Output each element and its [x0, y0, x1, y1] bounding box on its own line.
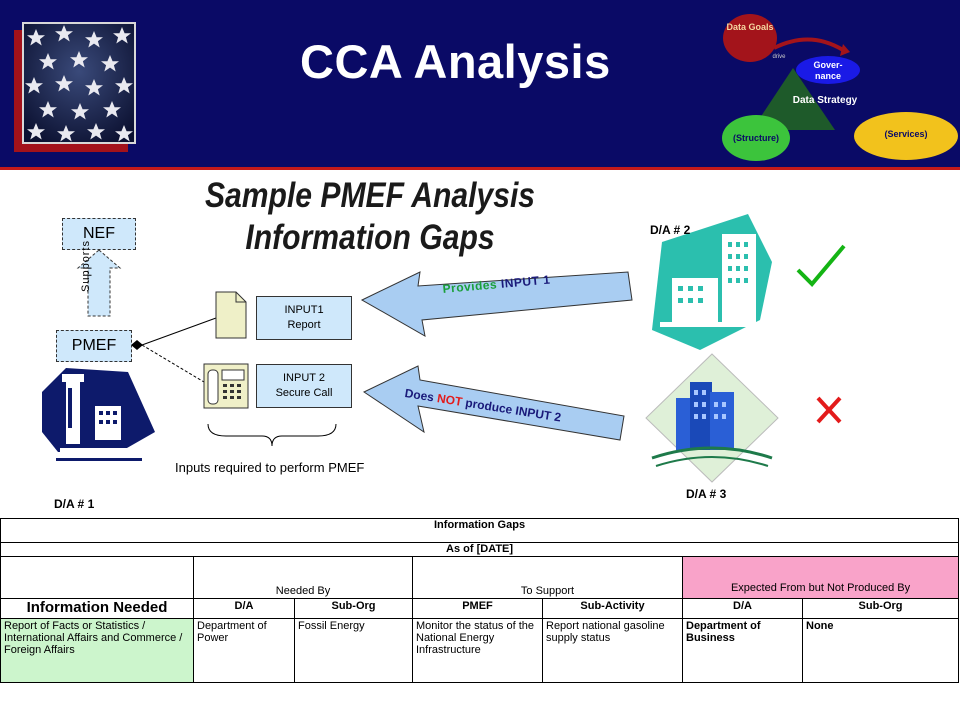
provides-input1-arrow: [360, 271, 633, 337]
supports-arrow: [76, 249, 122, 317]
pmef-box: PMEF: [56, 330, 132, 362]
sub-header-subactivity: Sub-Activity: [542, 598, 683, 619]
data-strategy-diagram: [722, 14, 958, 161]
info-needed-header: Information Needed: [0, 598, 194, 619]
expected-suborg-cell: None: [801, 618, 960, 683]
needed-suborg-cell: Fossil Energy: [294, 618, 413, 683]
subtitle-line-2: Information Gaps: [245, 218, 495, 257]
input2-box: INPUT 2 Secure Call: [256, 364, 352, 408]
to-support-header: To Support: [412, 556, 683, 599]
input2-subtitle: Secure Call: [275, 387, 333, 399]
data-strategy-label: Data Strategy: [792, 95, 858, 106]
subtitle: Sample PMEF Analysis Information Gaps: [181, 175, 559, 259]
inputs-brace: [207, 423, 337, 447]
needed-da-cell: Department of Power: [193, 618, 295, 683]
information-gaps-table: Information Gaps As of [DATE] Needed By …: [0, 518, 960, 686]
data-goals-label: Data Goals: [726, 22, 774, 32]
expected-da-cell: Department of Business: [682, 618, 803, 683]
secure-phone-icon: [203, 363, 249, 409]
expected-header: Expected From but Not Produced By: [681, 556, 960, 599]
nef-box: NEF: [62, 218, 136, 250]
da2-label: D/A # 2: [650, 223, 691, 237]
input1-title: INPUT1: [284, 304, 324, 316]
da3-building-icon: [645, 353, 779, 483]
sub-header-expected-da: D/A: [682, 598, 803, 619]
da2-building-icon: [652, 214, 772, 350]
supports-label: Supports: [80, 239, 92, 292]
table-title: Information Gaps: [0, 518, 960, 543]
nef-label: NEF: [83, 225, 115, 242]
pmef-label: PMEF: [71, 337, 117, 354]
da1-building-icon: [42, 368, 155, 461]
header-divider: [0, 167, 960, 170]
sub-header-pmef: PMEF: [412, 598, 543, 619]
needed-by-header: Needed By: [193, 556, 413, 599]
report-document-icon: [215, 291, 247, 339]
sub-header-expected-suborg: Sub-Org: [801, 598, 960, 619]
structure-label: (Structure): [732, 133, 779, 143]
subtitle-line-1: Sample PMEF Analysis: [204, 176, 536, 215]
structure-oval: [722, 115, 790, 161]
table-as-of: As of [DATE]: [0, 542, 960, 557]
info-needed-cell: Report of Facts or Statistics / Internat…: [0, 618, 194, 683]
governance-label: Gover- nance: [813, 60, 843, 81]
sub-header-needed-suborg: Sub-Org: [294, 598, 413, 619]
services-label: (Services): [884, 129, 928, 139]
check-icon: [796, 244, 846, 287]
input1-subtitle: Report: [287, 319, 321, 331]
pmef-cell: Monitor the status of the National Energ…: [412, 618, 543, 683]
services-oval: [854, 112, 958, 160]
header-banner: CCA Analysis Data Goals drive Gover- nan…: [0, 0, 960, 167]
pmef-diagram: [42, 214, 846, 483]
x-icon: [816, 396, 842, 424]
blank-header-cell: [0, 556, 194, 599]
page-title: CCA Analysis: [300, 35, 611, 88]
da1-label: D/A # 1: [54, 497, 95, 511]
subactivity-cell: Report national gasoline supply status: [542, 618, 683, 683]
input1-box: INPUT1 Report: [256, 296, 352, 340]
governance-oval: [796, 56, 860, 84]
sub-header-needed-da: D/A: [193, 598, 295, 619]
stars-flag-image: [22, 22, 136, 144]
drive-label: drive: [772, 54, 786, 60]
da3-label: D/A # 3: [686, 487, 727, 501]
not-produce-input2-arrow: [362, 365, 625, 441]
data-goals-circle: [723, 14, 777, 62]
table-row: Report of Facts or Statistics / Internat…: [0, 618, 960, 683]
inputs-required-caption: Inputs required to perform PMEF: [175, 460, 365, 475]
input2-title: INPUT 2: [283, 372, 325, 384]
